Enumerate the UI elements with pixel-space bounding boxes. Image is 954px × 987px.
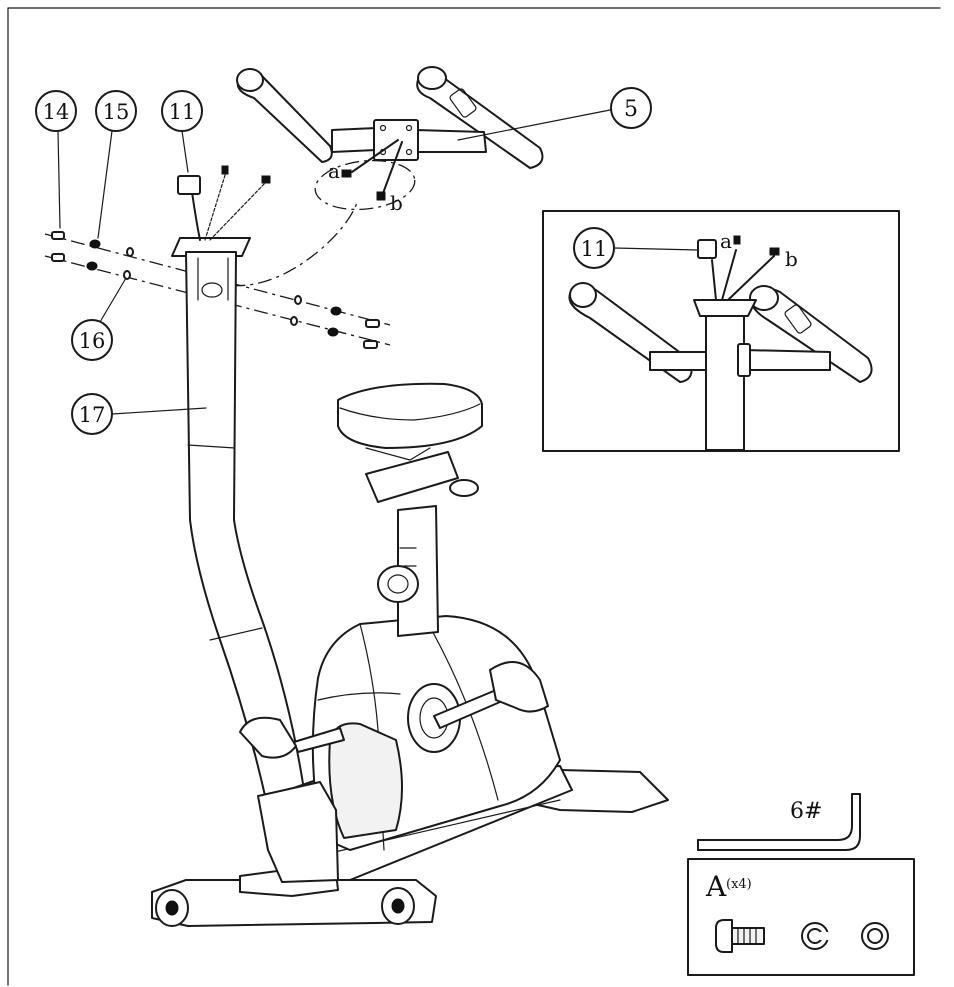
callout-5-label: 5 xyxy=(624,97,638,122)
hardware-box: A (x4) xyxy=(687,858,915,976)
caster-wheel-icon xyxy=(381,887,415,925)
detail-inset: 11 a b xyxy=(542,210,900,452)
wire-label-b: b xyxy=(390,191,403,215)
callout-14: 14 xyxy=(35,90,77,229)
flat-washer-icon xyxy=(861,922,889,950)
callout-14-label: 14 xyxy=(43,100,70,124)
bolt-icon xyxy=(715,919,765,953)
inset-wire-label-b: b xyxy=(785,247,798,271)
callout-15: 15 xyxy=(95,90,137,239)
page-frame xyxy=(7,7,941,986)
callout-11: 11 xyxy=(161,90,203,173)
hardware-letter: A xyxy=(705,870,727,903)
inset-wire-label-a: a xyxy=(720,229,732,253)
callout-15-label: 15 xyxy=(103,100,130,124)
fastener-set xyxy=(44,231,391,349)
handlebar-assembly xyxy=(236,66,544,211)
callout-11-label: 11 xyxy=(169,100,196,124)
callout-16-label: 16 xyxy=(79,329,106,353)
callout-5: 5 xyxy=(457,87,652,141)
allen-key-size: 6# xyxy=(790,799,822,824)
console-mast xyxy=(171,165,305,801)
callout-17-label: 17 xyxy=(79,403,106,427)
hardware-qty: (x4) xyxy=(726,877,752,892)
inset-callout-11-label: 11 xyxy=(581,237,608,261)
wire-label-a: a xyxy=(328,159,340,183)
callout-17: 17 xyxy=(71,393,207,435)
caster-wheel-icon xyxy=(155,889,189,927)
split-washer-icon xyxy=(801,922,832,950)
callout-16: 16 xyxy=(71,277,127,361)
allen-key-icon xyxy=(697,793,861,851)
bike-frame xyxy=(151,382,669,927)
